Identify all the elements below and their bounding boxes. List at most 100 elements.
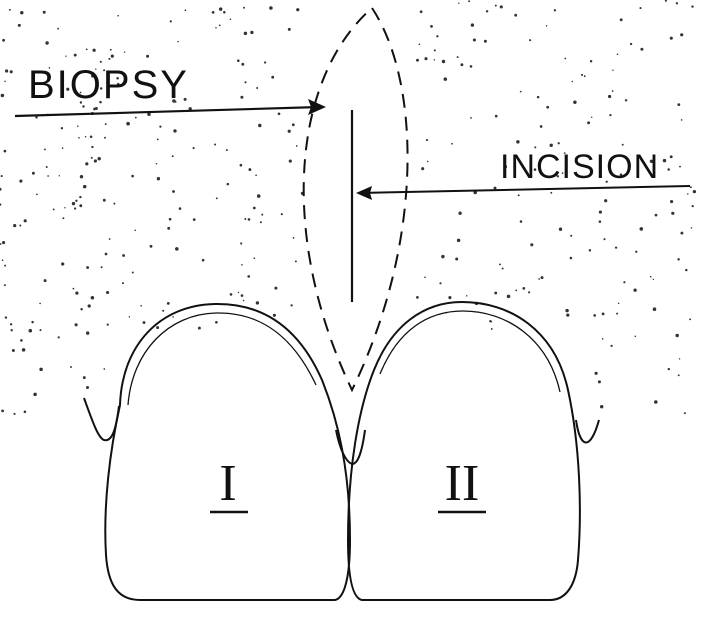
stipple-dot (427, 161, 429, 163)
stipple-dot (615, 246, 617, 248)
stipple-dot (110, 49, 112, 51)
stipple-dot (129, 316, 130, 317)
stipple-dot (0, 203, 1, 205)
stipple-dot (434, 59, 435, 60)
stipple-dot (654, 400, 658, 404)
stipple-dot (558, 142, 560, 144)
stipple-dot (650, 276, 652, 278)
stipple-dot (264, 61, 266, 63)
stipple-dot (288, 130, 291, 133)
stipple-dot (692, 205, 694, 207)
stipple-dot (616, 313, 618, 315)
stipple-dot (61, 262, 64, 265)
stipple-dot (495, 115, 498, 118)
stipple-dot (281, 213, 283, 215)
stipple-dot (541, 276, 544, 279)
stipple-dot (470, 65, 473, 68)
stipple-dot (589, 249, 591, 251)
stipple-dot (274, 287, 277, 290)
stipple-dot (146, 55, 149, 58)
stipple-dot (296, 8, 299, 11)
stipple-dot (507, 295, 511, 299)
stipple-dot (20, 339, 23, 342)
stipple-dot (515, 290, 517, 292)
stipple-dot (162, 310, 164, 312)
stipple-dot (31, 321, 33, 323)
stipple-dot (0, 188, 2, 191)
stipple-dot (441, 255, 444, 258)
stipple-dot (421, 167, 424, 170)
stipple-dot (473, 38, 476, 41)
incision-arrow-shaft (360, 186, 690, 193)
stipple-dot (609, 114, 611, 116)
stipple-dot (573, 100, 576, 103)
stipple-dot (554, 9, 556, 11)
stipple-dot (97, 157, 100, 160)
stipple-dot (685, 269, 687, 271)
stipple-dot (458, 2, 459, 3)
stipple-dot (550, 192, 552, 194)
stipple-dot (247, 275, 250, 278)
stipple-dot (484, 40, 487, 43)
stipple-dot (608, 95, 611, 98)
stipple-dot (665, 0, 667, 2)
stipple-dot (177, 41, 179, 43)
stipple-dot (424, 276, 426, 278)
stipple-dot (670, 155, 673, 158)
stipple-dot (79, 204, 82, 207)
stipple-dot (256, 87, 258, 89)
stipple-dot (1, 175, 3, 177)
stipple-dot (62, 217, 64, 219)
stipple-dot (24, 411, 27, 414)
stipple-dot (681, 119, 683, 121)
stipple-dot (113, 203, 115, 205)
stipple-dot (170, 20, 172, 22)
stipple-dot (172, 155, 174, 157)
stipple-dot (430, 25, 433, 28)
stipple-dot (522, 287, 525, 290)
stipple-dot (10, 323, 12, 325)
stipple-dot (215, 27, 217, 29)
stipple-dot (288, 28, 291, 31)
stipple-dot (257, 194, 261, 198)
stipple-dot (172, 190, 175, 193)
stipple-dot (595, 372, 598, 375)
stipple-dot (59, 175, 60, 176)
stipple-dot (91, 146, 93, 148)
stipple-dot (70, 366, 72, 368)
stipple-dot (254, 257, 256, 259)
stipple-dot (5, 316, 7, 318)
stipple-dot (295, 260, 297, 262)
stipple-dot (44, 148, 46, 150)
stipple-dot (603, 238, 605, 240)
stipple-dot (73, 288, 75, 290)
stipple-dot (676, 2, 678, 4)
stipple-dot (13, 413, 15, 415)
stipple-dot (80, 175, 83, 178)
stipple-dot (122, 254, 125, 257)
tooth-I-numeral: I (219, 455, 236, 512)
stipple-dot (293, 237, 295, 239)
stipple-dot (65, 55, 66, 56)
stipple-dot (103, 368, 105, 370)
tooth-I-inner-edge (128, 313, 316, 405)
stipple-dot (570, 235, 572, 237)
stipple-dot (240, 96, 243, 99)
stipple-dot (12, 349, 15, 352)
stipple-dot (690, 186, 692, 188)
stipple-dot (91, 157, 93, 159)
stipple-dot (635, 336, 637, 338)
stipple-dot (292, 123, 295, 126)
biopsy-arrow-shaft (15, 107, 320, 116)
stipple-dot (226, 149, 228, 151)
stipple-dot (86, 49, 88, 51)
stipple-dot (4, 284, 6, 286)
stipple-dot (134, 230, 136, 232)
stipple-dot (11, 329, 13, 331)
stipple-dot (85, 162, 88, 165)
stipple-dot (77, 125, 79, 127)
stipple-dot (244, 81, 246, 83)
stipple-dot (680, 232, 683, 235)
stipple-dot (618, 302, 620, 304)
stipple-dot (24, 219, 27, 222)
